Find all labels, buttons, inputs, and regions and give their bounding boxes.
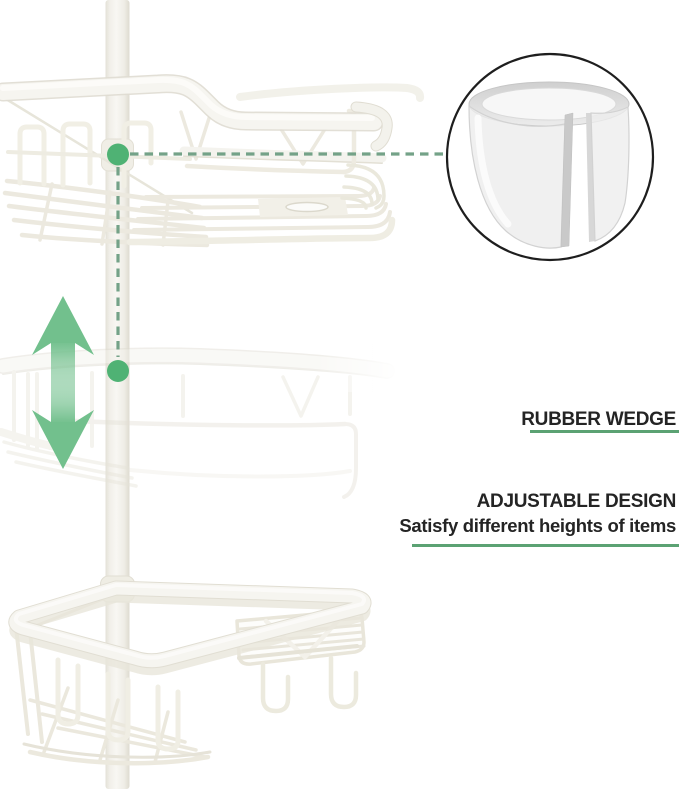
detail-zoom-circle bbox=[445, 52, 655, 262]
top-basket-divider-loops bbox=[17, 120, 154, 189]
rubber-wedge-label: RUBBER WEDGE bbox=[521, 409, 676, 430]
up-down-arrow-icon bbox=[32, 296, 94, 469]
leader-lines bbox=[107, 143, 460, 382]
adjustable-design-underline bbox=[412, 544, 679, 547]
bottom-basket-rim-band bbox=[8, 580, 372, 676]
top-basket-right-wing bbox=[126, 108, 396, 246]
rubber-wedge-graphic bbox=[468, 81, 630, 249]
rubber-wedge-underline bbox=[530, 430, 679, 433]
adjustable-design-title: ADJUSTABLE DESIGN bbox=[476, 491, 677, 512]
top-basket-rail bbox=[6, 150, 192, 161]
bottom-basket bbox=[8, 575, 372, 766]
adjustable-design-subtitle: Satisfy different heights of items bbox=[399, 515, 676, 536]
soap-slot bbox=[285, 201, 329, 213]
callout-dot-middle bbox=[107, 360, 129, 382]
hanging-hooks bbox=[260, 655, 359, 714]
top-basket-bottom-wires bbox=[2, 178, 210, 248]
bottom-basket-front-loops bbox=[55, 657, 181, 752]
top-basket-rim-band bbox=[0, 74, 425, 152]
callout-dot-top bbox=[107, 143, 129, 166]
top-basket bbox=[0, 74, 425, 248]
wire-corner-stack bbox=[340, 163, 386, 210]
